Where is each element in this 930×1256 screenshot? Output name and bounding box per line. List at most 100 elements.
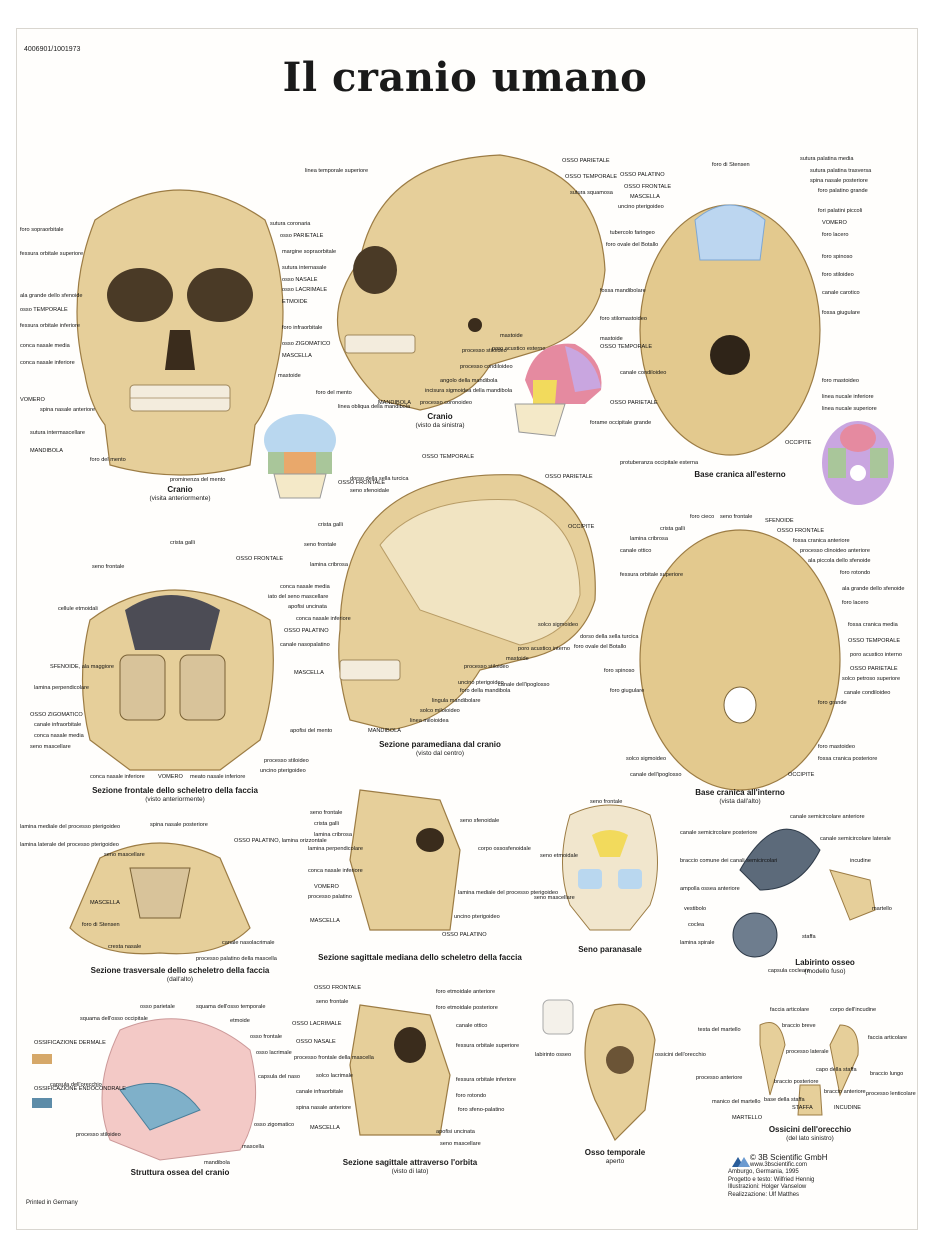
label: faccia articolare: [868, 1035, 908, 1041]
frontal-section-illustration: [81, 589, 274, 771]
label: fossa cranica media: [848, 622, 898, 628]
label: foro mastoideo: [818, 744, 856, 750]
ossicles-illustration: [759, 1022, 859, 1116]
skull-front-illustration: [76, 189, 284, 476]
label: apofisi del mento: [290, 728, 333, 734]
label: vestibolo: [684, 906, 707, 912]
label: poro acustico esterno: [492, 346, 546, 352]
label: processo laterale: [786, 1049, 829, 1055]
label: foro sfeno-palatino: [458, 1107, 505, 1113]
label: corpo ossosfenoidale: [478, 846, 531, 852]
publisher-line: Realizzazione: Ulf Matthes: [728, 1191, 800, 1198]
label: conca nasale inferiore: [90, 774, 145, 780]
panel-caption: Cranio(visita anteriormente): [149, 485, 211, 502]
label: uncino pterigoideo: [454, 914, 500, 920]
panel-osso-temporale: labirinto osseo ossicini dell'orecchio O…: [535, 990, 715, 1170]
label: sutura squamosa: [570, 190, 613, 196]
panel-seno-paranasale: seno frontale seno etmoidale seno mascel…: [530, 795, 690, 960]
label: processo frontale della mascella: [294, 1055, 374, 1061]
label: fossa cranica anteriore: [793, 538, 850, 544]
label: solco lacrimale: [316, 1073, 353, 1079]
label: sutura coronaria: [270, 221, 311, 227]
bone-structure-illustration: [32, 1018, 257, 1161]
legend-endocondrale: OSSIFICAZIONE ENDOCONDRALE: [34, 1086, 126, 1092]
label: osso ZIGOMATICO: [282, 341, 331, 347]
label: foro sopraorbitale: [20, 227, 64, 233]
label: apofisi uncinata: [288, 604, 327, 610]
label: MARTELLO: [732, 1115, 763, 1121]
label: lamina cribrosa: [630, 536, 668, 542]
label: fessura orbitale inferiore: [456, 1077, 517, 1083]
label: processo palatino della mascella: [196, 956, 277, 962]
label: foro lacero: [842, 600, 869, 606]
label: foro rotondo: [456, 1093, 487, 1099]
label: MASCELLA: [294, 670, 324, 676]
label: seno sfenoidale: [460, 818, 500, 824]
panel-sezione-trasversale: lamina mediale del processo pterigoideo …: [20, 818, 327, 983]
label: fossa giugulare: [822, 310, 860, 316]
panel-caption: Sezione trasversale dello scheletro dell…: [90, 966, 270, 983]
label: foro della mandibola: [460, 688, 511, 694]
panel-sezione-orbita: OSSO FRONTALE seno frontale OSSO LACRIMA…: [290, 985, 540, 1180]
label: staffa: [802, 934, 816, 940]
label: linea nucale inferiore: [822, 394, 874, 400]
transverse-section-illustration: [69, 842, 251, 955]
label: canale carotico: [822, 290, 860, 296]
panel-caption: Struttura ossea del cranio: [130, 1168, 230, 1177]
label: OSSO FRONTALE: [338, 480, 386, 486]
label: SFENOIDE: [765, 518, 794, 524]
label: linea temporale superiore: [305, 168, 369, 174]
label: seno frontale: [720, 514, 753, 520]
label: solco miloioideo: [420, 708, 460, 714]
label: INCUDINE: [834, 1105, 862, 1111]
label: foro stilomastoideo: [600, 316, 647, 322]
label: foro etmoidale posteriore: [436, 1005, 498, 1011]
paranasal-sinus-illustration: [562, 804, 658, 931]
label: OCCIPITE: [788, 772, 815, 778]
label: braccio comune dei canali semicircolari: [680, 858, 778, 864]
label: OSSO PARIETALE: [610, 400, 658, 406]
label: foro giugulare: [610, 688, 645, 694]
label: conca nasale media: [20, 343, 70, 349]
label: OSSO FRONTALE: [236, 556, 284, 562]
label: spina nasale anteriore: [296, 1105, 352, 1111]
label: MASCELLA: [90, 900, 120, 906]
label: fossa mandibolare: [600, 288, 646, 294]
label: ETMOIDE: [282, 299, 308, 305]
label: solco petroso superiore: [842, 676, 901, 682]
label: lamina cribrosa: [314, 832, 352, 838]
label: meato nasale inferiore: [190, 774, 246, 780]
label: mastoide: [278, 373, 301, 379]
label: MANDIBOLA: [378, 400, 411, 406]
label: sutura intermascellare: [30, 430, 86, 436]
temporal-bone-illustration: [542, 999, 656, 1142]
label: OSSO TEMPORALE: [565, 174, 618, 180]
label: processo stiloideo: [462, 348, 507, 354]
label: cresta nasale: [108, 944, 142, 950]
label: corpo dell'incudine: [830, 1007, 877, 1013]
label: foro etmoidale anteriore: [436, 989, 496, 995]
label: canale nasopalatino: [280, 642, 330, 648]
label: incudine: [850, 858, 871, 864]
label: foro di Stensen: [82, 922, 120, 928]
label: foro ovale del Botallo: [574, 644, 627, 650]
label: braccio posteriore: [774, 1079, 819, 1085]
label: sutura palatina trasversa: [810, 168, 872, 174]
printed-note: Printed in Germany: [26, 1200, 78, 1206]
label: seno sfenoidale: [350, 488, 390, 494]
label: braccio lungo: [870, 1071, 904, 1077]
label: OSSO PALATINO: [442, 932, 487, 938]
label: OSSO TEMPORALE: [848, 638, 901, 644]
label: ala grande dello sfenoide: [20, 293, 83, 299]
label: MASCELLA: [310, 918, 340, 924]
label: coclea: [688, 922, 705, 928]
label: seno mascellare: [30, 744, 71, 750]
label: lamina perpendicolare: [308, 846, 364, 852]
label: labirinto osseo: [535, 1052, 572, 1058]
panel-caption: Labirinto osseo(modello fuso): [795, 958, 855, 975]
label: seno frontale: [310, 810, 343, 816]
label: osso frontale: [250, 1034, 283, 1040]
sagittal-median-illustration: [349, 789, 461, 931]
label: OSSO TEMPORALE: [422, 454, 475, 460]
label: osso lacrimale: [256, 1050, 292, 1056]
